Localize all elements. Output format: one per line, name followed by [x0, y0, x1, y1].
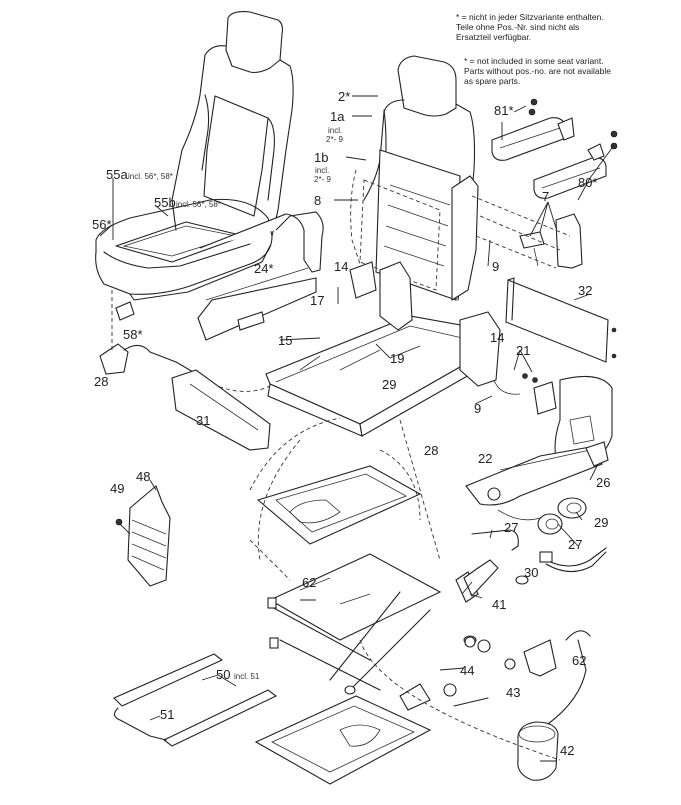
part-label-48: 48 — [136, 469, 151, 484]
cover-31 — [171, 369, 271, 451]
scissor-mechanism — [267, 553, 442, 695]
note-english-line-3: as spare parts. — [464, 76, 521, 86]
tube-27 — [471, 529, 519, 551]
part-label-9-upper: 9 — [492, 259, 500, 274]
compressor-42 — [517, 639, 587, 781]
part-label-62-right: 62 — [572, 653, 587, 668]
rear-panel-32 — [505, 277, 617, 363]
note-german-line-2: Teile ohne Pos.-Nr. sind nicht als — [456, 22, 580, 32]
part-label-62-left: 62 — [302, 575, 317, 590]
part-label-17: 17 — [310, 293, 325, 308]
side-cover-17 — [197, 211, 324, 341]
part-label-27-lower: 27 — [568, 537, 583, 552]
part-label-19: 19 — [390, 351, 405, 366]
part-label-58: 58* — [123, 327, 143, 342]
knobs-27-29 — [497, 497, 587, 535]
part-label-27-upper: 27 — [504, 520, 519, 535]
backrest-exploded — [350, 55, 479, 301]
spring-rod — [453, 697, 489, 707]
seat-pan-frame — [237, 261, 501, 437]
part-label-42: 42 — [560, 743, 575, 758]
cable-30 — [539, 547, 607, 573]
note-english: * = not included in some seat variant. P… — [464, 56, 611, 86]
base-plate — [249, 417, 422, 545]
part-label-28-mid: 28 — [424, 443, 439, 458]
seat-rails-50 — [113, 653, 278, 747]
part-label-29-mid: 29 — [382, 377, 397, 392]
part-label-44: 44 — [460, 663, 475, 678]
part-label-41: 41 — [492, 597, 507, 612]
part-label-32: 32 — [578, 283, 593, 298]
part-label-14-left: 14 — [334, 259, 349, 274]
note-german-line-3: Ersatzteil verfügbar. — [456, 32, 532, 42]
part-label-55a-incl: incl. 56*, 58* — [128, 172, 173, 181]
part-label-9-lower: 9 — [474, 401, 482, 416]
part-label-7: 7 — [542, 189, 550, 204]
complete-seat-left — [95, 11, 294, 301]
part-label-81: 81* — [494, 103, 514, 118]
part-label-22: 22 — [478, 451, 493, 466]
part-label-80: 80* — [578, 175, 598, 190]
part-label-29-right: 29 — [594, 515, 609, 530]
part-label-55b-incl: incl. 56*, 58* — [176, 200, 221, 209]
part-label-51: 51 — [160, 707, 175, 722]
part-label-50: 50 — [216, 667, 231, 682]
leader-lines — [99, 95, 613, 762]
gears-44 — [399, 636, 516, 711]
note-english-line-1: * = not included in some seat variant. — [464, 56, 604, 66]
part-label-55b: 55b — [154, 195, 176, 210]
part-label-1b-incl-2: 2*- 9 — [314, 175, 331, 184]
part-label-21: 21 — [516, 343, 531, 358]
part-label-49: 49 — [110, 481, 125, 496]
part-label-55a: 55a — [106, 167, 128, 182]
part-label-26: 26 — [596, 475, 611, 490]
note-german-line-1: * = nicht in jeder Sitzvariante enthalte… — [456, 12, 604, 22]
bellows-48 — [115, 485, 171, 587]
armrests — [491, 98, 618, 199]
control-bar-22-26 — [465, 441, 609, 506]
part-label-1b-incl-1: incl. — [315, 166, 330, 175]
part-label-43: 43 — [506, 685, 521, 700]
part-label-1a-incl-1: incl. — [328, 126, 343, 135]
part-label-15: 15 — [278, 333, 293, 348]
side-brackets-21 — [493, 373, 557, 415]
part-label-50-incl: incl. 51 — [234, 672, 260, 681]
part-label-1a: 1a — [330, 109, 345, 124]
part-label-2: 2* — [338, 89, 351, 104]
part-label-1a-incl-2: 2*- 9 — [326, 135, 343, 144]
part-label-14-right: 14 — [490, 330, 505, 345]
part-label-31: 31 — [196, 413, 211, 428]
note-german: * = nicht in jeder Sitzvariante enthalte… — [456, 12, 604, 42]
part-label-24: 24* — [254, 261, 274, 276]
part-label-28-left: 28 — [94, 374, 109, 389]
base-frame-bottom — [254, 695, 432, 785]
note-english-line-2: Parts without pos.-no. are not available — [464, 66, 611, 76]
part-label-56: 56* — [92, 217, 112, 232]
part-label-1b: 1b — [314, 150, 329, 165]
assembly-guidelines — [249, 419, 561, 761]
part-label-30: 30 — [524, 565, 539, 580]
part-label-8: 8 — [314, 193, 322, 208]
bracket-assembly-7 — [471, 195, 583, 269]
hose-62 — [565, 630, 591, 641]
